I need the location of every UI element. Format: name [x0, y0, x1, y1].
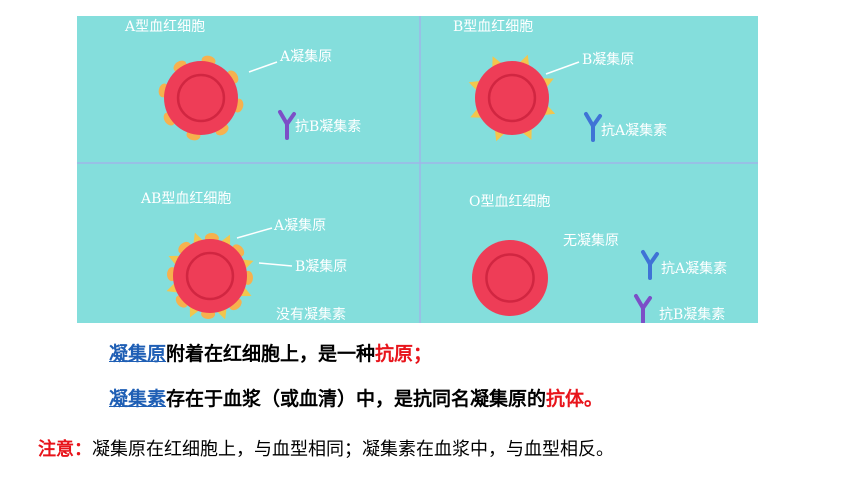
cell-center-ring	[487, 73, 537, 123]
label-ab-antigen-b: B凝集原	[295, 258, 347, 275]
label-o-antibody-b: 抗B凝集素	[659, 306, 725, 323]
label-a-antigen: A凝集原	[279, 48, 332, 65]
statement-agglutinin: 凝集素存在于血浆（或血清）中，是抗同名凝集原的抗体。	[109, 384, 603, 411]
antibody-a-icon	[641, 250, 659, 280]
note-body: 凝集原在红细胞上，与血型相同；凝集素在血浆中，与血型相反。	[92, 439, 614, 460]
diagram-canvas: A型血红细胞 A凝集原 抗B凝集素 B型血红细胞 B凝集原 抗A凝集素 AB型血…	[77, 16, 758, 323]
pointer-line	[248, 61, 278, 73]
quadrant-ab-title: AB型血红细胞	[140, 191, 231, 207]
antibody-stroke	[641, 296, 652, 310]
antibody-stroke	[285, 112, 296, 126]
label-a-antibody: 抗B凝集素	[295, 118, 361, 135]
cell-center-ring	[185, 251, 235, 301]
antibody-stroke	[634, 294, 645, 310]
red-cell-b	[468, 54, 556, 142]
label-b-antibody: 抗A凝集素	[601, 122, 667, 139]
label-o-antibody-a: 抗A凝集素	[661, 260, 727, 277]
note-label: 注意：	[38, 439, 92, 460]
cell-body	[475, 61, 549, 135]
label-ab-antigen-a: A凝集原	[273, 217, 326, 234]
red-cell-a	[158, 55, 244, 141]
cell-body	[173, 239, 247, 313]
antibody-stroke	[278, 110, 289, 126]
note: 注意：凝集原在红细胞上，与血型相同；凝集素在血浆中，与血型相反。	[38, 435, 614, 461]
quadrant-b-title: B型血红细胞	[453, 19, 533, 35]
cell-body	[164, 61, 238, 135]
quadrant-a-title: A型血红细胞	[124, 19, 205, 35]
highlight-antibody: 抗体	[546, 388, 585, 410]
cell-body	[472, 240, 548, 316]
red-cell-ab	[166, 232, 254, 320]
red-cell-o	[472, 240, 548, 316]
statement-text: 附着在红细胞上，是一种	[166, 343, 376, 365]
antibody-stroke	[648, 252, 659, 266]
label-ab-antibody: 没有凝集素	[276, 306, 346, 323]
pointer-line	[236, 227, 273, 239]
statement-text: 存在于血浆（或血清）中，是抗同名凝集原的	[166, 388, 547, 410]
pointer-line	[258, 262, 293, 267]
quadrant-o-title: O型血红细胞	[469, 194, 550, 210]
blood-type-diagram: A型血红细胞 A凝集原 抗B凝集素 B型血红细胞 B凝集原 抗A凝集素 AB型血…	[77, 16, 758, 323]
pointer-line	[545, 61, 580, 75]
term-agglutinogen: 凝集原	[109, 343, 167, 365]
antibody-stroke	[641, 250, 652, 266]
antibody-b-icon	[634, 294, 652, 323]
highlight-antigen: 抗原	[375, 343, 414, 365]
punctuation: ；	[413, 343, 433, 365]
antibody-a-icon	[584, 112, 602, 142]
cell-center-ring	[176, 73, 226, 123]
statement-agglutinogen: 凝集原附着在红细胞上，是一种抗原；	[109, 339, 432, 366]
punctuation: 。	[584, 388, 604, 410]
antibody-stroke	[591, 114, 602, 128]
label-o-antigen: 无凝集原	[563, 232, 619, 249]
antibody-b-icon	[278, 110, 296, 140]
cell-center-ring	[485, 253, 535, 303]
term-agglutinin: 凝集素	[109, 388, 167, 410]
antibody-stroke	[584, 112, 595, 128]
label-b-antigen: B凝集原	[582, 51, 634, 68]
